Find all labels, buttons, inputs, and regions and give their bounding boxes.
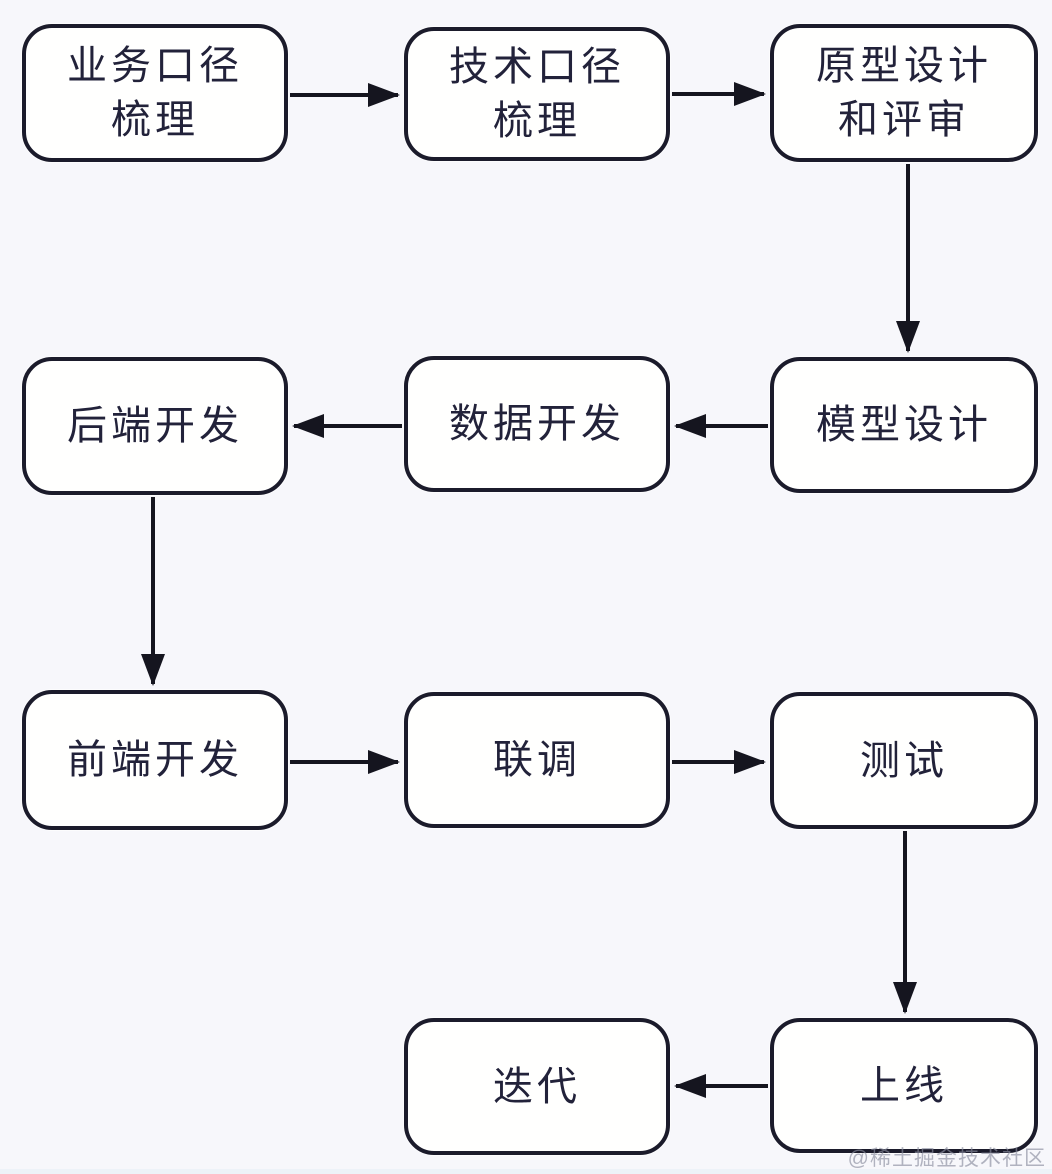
node-model-design-label: 模型设计 — [816, 403, 992, 447]
node-integration: 联调 — [404, 692, 670, 828]
node-launch-label: 上线 — [860, 1063, 948, 1108]
node-integration-label: 联调 — [493, 738, 581, 782]
node-technical-scoping-label: 技术口径 梳理 — [449, 45, 625, 143]
node-prototype-review-label: 原型设计 和评审 — [816, 44, 992, 142]
node-frontend-development: 前端开发 — [22, 690, 288, 830]
node-testing-label: 测试 — [860, 738, 948, 783]
node-backend-development-label: 后端开发 — [67, 404, 243, 448]
node-frontend-development-label: 前端开发 — [67, 738, 243, 782]
node-technical-scoping: 技术口径 梳理 — [404, 27, 670, 161]
node-prototype-review: 原型设计 和评审 — [770, 24, 1038, 162]
node-iteration: 迭代 — [404, 1018, 670, 1155]
node-business-scoping: 业务口径 梳理 — [22, 24, 288, 162]
node-model-design: 模型设计 — [770, 357, 1038, 493]
node-data-development: 数据开发 — [404, 356, 670, 492]
juejin-watermark: @稀土掘金技术社区 — [847, 1147, 1046, 1170]
node-backend-development: 后端开发 — [22, 357, 288, 495]
node-testing: 测试 — [770, 692, 1038, 829]
node-iteration-label: 迭代 — [493, 1064, 581, 1109]
node-business-scoping-label: 业务口径 梳理 — [67, 44, 243, 142]
bottom-edge-strip — [0, 1169, 1052, 1174]
node-launch: 上线 — [770, 1018, 1038, 1153]
node-data-development-label: 数据开发 — [449, 402, 625, 446]
